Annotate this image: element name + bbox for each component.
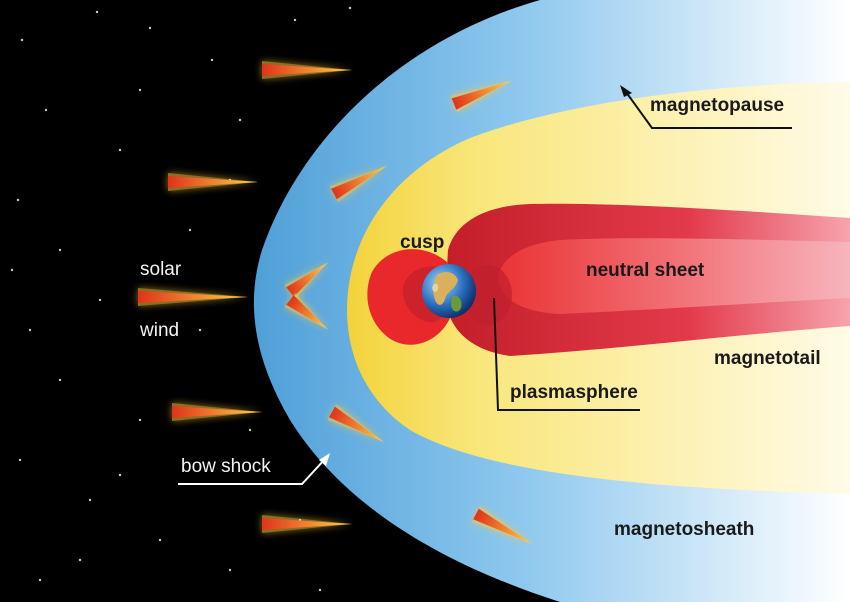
star [98,298,102,302]
star [10,268,14,272]
star [58,248,62,252]
solar-wind-arrows [138,61,533,545]
star [188,228,192,232]
plasmasphere-leader [493,297,640,411]
solar-wind-arrow [471,506,533,545]
solar-wind-arrow [450,80,512,113]
earth [422,264,476,318]
magnetopause-label: magnetopause [650,95,784,116]
neutral-sheet-region [498,238,850,314]
solar-wind-arrow [168,173,258,191]
bow-shock-leader [178,458,326,485]
magnetopause-arrowhead [620,85,632,97]
magnetotail-label: magnetotail [714,348,821,369]
star [95,10,99,14]
solar-label: solar [140,259,182,280]
star [20,38,24,42]
star [158,538,162,542]
star [118,148,122,152]
star [58,378,62,382]
star [138,88,142,92]
star [228,568,232,572]
star [148,26,152,30]
star [88,498,92,502]
solar-wind-arrow [262,61,352,79]
star [18,458,22,462]
star [16,198,20,202]
solar-wind-arrow [327,404,384,442]
star [210,58,214,62]
solar-wind-arrow [138,288,248,306]
neutral-sheet-label: neutral sheet [586,260,705,281]
star [248,428,252,432]
bow-shock-arrowhead [319,453,330,466]
star [118,473,122,477]
star [44,108,48,112]
cusp-label: cusp [400,232,444,253]
plasmasphere-label: plasmasphere [510,382,638,403]
star-field [10,6,352,592]
magnetopause-leader [625,91,792,129]
solar-wind-arrow [262,515,352,533]
magnetosheath-label: magnetosheath [614,519,754,540]
star [138,418,142,422]
star [28,328,32,332]
star [293,18,297,22]
solar-wind-arrow [329,165,387,202]
star [348,6,352,10]
star [78,558,82,562]
star [38,578,42,582]
solar-wind-arrow [172,403,262,421]
star [238,118,242,122]
star [318,588,322,592]
bow-shock-label: bow shock [181,456,271,477]
solar-wind-arrow [284,262,328,300]
solar-wind-arrow [284,292,328,330]
star [198,328,202,332]
wind-label: wind [139,320,179,341]
plasmasphere-nightside [464,265,512,325]
